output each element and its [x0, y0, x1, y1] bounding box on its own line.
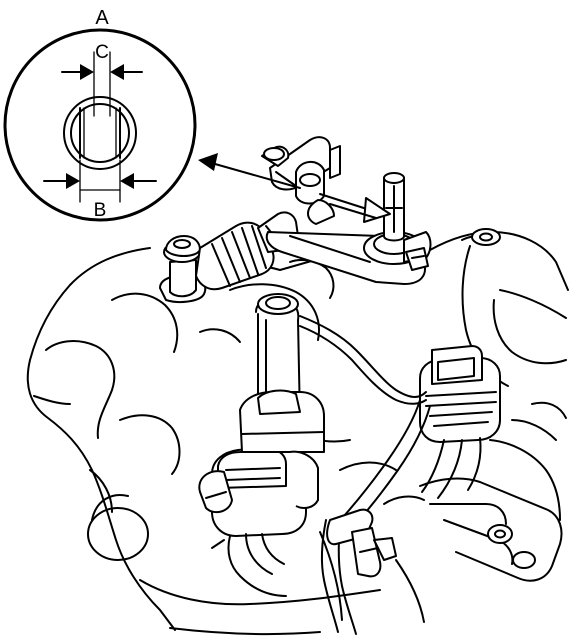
callout-pointer	[198, 153, 391, 223]
shift-cable-boot	[195, 211, 299, 291]
cable-clamp	[261, 136, 341, 225]
dimension-label-c: C	[95, 42, 109, 63]
detail-label-a: A	[95, 7, 109, 29]
detail-view-circle	[3, 28, 197, 222]
dimension-label-b: B	[94, 200, 107, 221]
wiring-harness	[198, 315, 431, 635]
shift-control-lever	[265, 172, 432, 285]
electrical-connector-center	[211, 389, 325, 597]
mounting-stud	[159, 235, 207, 303]
electrical-connector-right	[419, 345, 501, 499]
transmission-case	[26, 228, 569, 636]
